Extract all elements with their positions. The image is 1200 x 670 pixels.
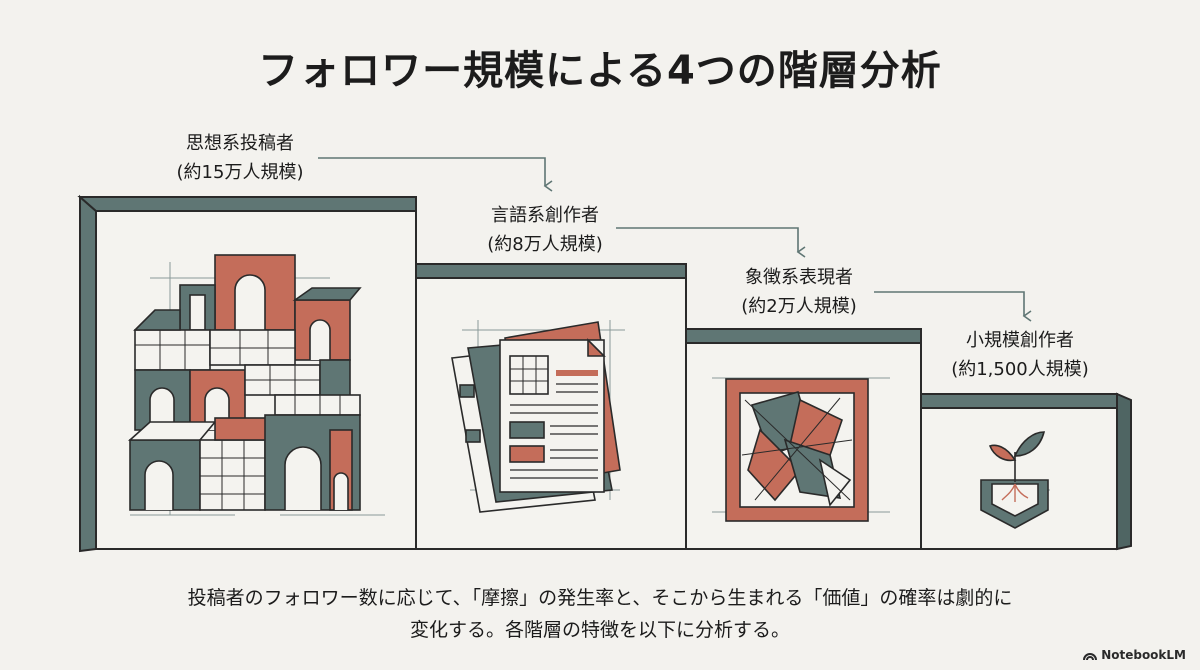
tier-scale: (約15万人規模) bbox=[176, 162, 304, 183]
tier-label-4: 小規模創作者 (約1,500人規模) bbox=[925, 326, 1115, 384]
tier-label-2: 言語系創作者 (約8万人規模) bbox=[455, 201, 635, 259]
sprout-icon bbox=[980, 431, 1050, 529]
tier-name: 小規模創作者 bbox=[966, 330, 1074, 351]
notebooklm-brand: NotebookLM bbox=[1083, 648, 1186, 662]
description: 投稿者のフォロワー数に応じて、「摩擦」の発生率と、そこから生まれる「価値」の確率… bbox=[0, 582, 1200, 646]
tier-scale: (約8万人規模) bbox=[487, 234, 603, 255]
page-title: フォロワー規模による4つの階層分析 bbox=[258, 48, 942, 94]
tier-label-3: 象徴系表現者 (約2万人規模) bbox=[709, 263, 889, 321]
connector-arrow-3 bbox=[874, 291, 1032, 322]
framed-abstract-art-icon bbox=[712, 377, 890, 522]
tier-box-4 bbox=[920, 392, 1132, 551]
description-line-2: 変化する。各階層の特徴を以下に分析する。 bbox=[409, 619, 790, 641]
documents-icon bbox=[451, 320, 625, 513]
notebooklm-logo-icon bbox=[1083, 652, 1098, 660]
connector-arrow-2 bbox=[616, 227, 806, 258]
tier-name: 言語系創作者 bbox=[491, 205, 599, 226]
connector-arrow-1 bbox=[318, 157, 553, 192]
description-line-1: 投稿者のフォロワー数に応じて、「摩擦」の発生率と、そこから生まれる「価値」の確率… bbox=[187, 587, 1013, 609]
tier-scale: (約2万人規模) bbox=[741, 296, 857, 317]
tier-scale: (約1,500人規模) bbox=[951, 359, 1089, 380]
brand-label: NotebookLM bbox=[1101, 648, 1186, 662]
buildings-icon bbox=[127, 254, 385, 516]
tier-name: 思想系投稿者 bbox=[186, 133, 294, 154]
tier-name: 象徴系表現者 bbox=[745, 267, 853, 288]
tier-label-1: 思想系投稿者 (約15万人規模) bbox=[150, 129, 330, 187]
